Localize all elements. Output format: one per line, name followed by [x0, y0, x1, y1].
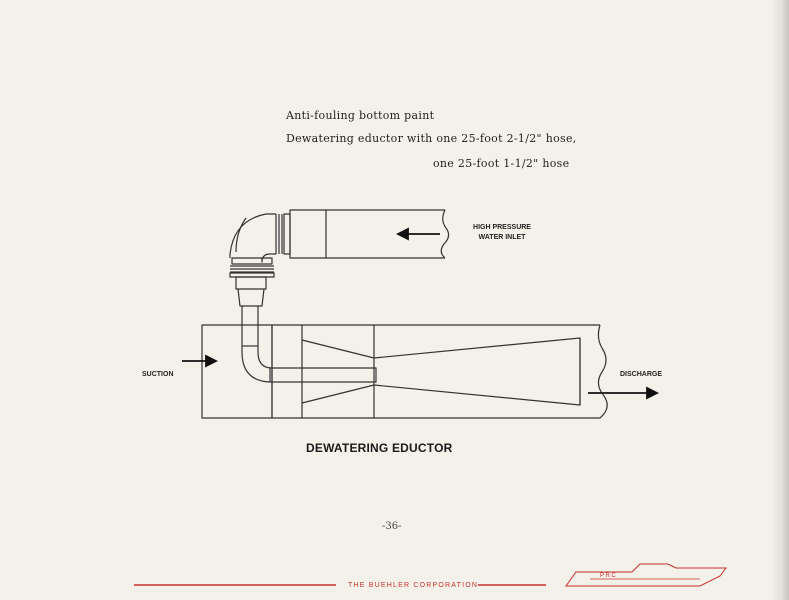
high-pressure-label: HIGH PRESSURE WATER INLET [473, 224, 531, 241]
nozzle-fitting [235, 276, 267, 290]
inlet-coupling [289, 209, 327, 259]
suction-label: SUCTION [142, 371, 174, 378]
equipment-line-hose: one 25-foot 1-1/2" hose [433, 157, 570, 170]
suction-chamber [201, 324, 273, 419]
inlet-hose [326, 209, 445, 259]
discharge-diffuser [374, 324, 600, 419]
inlet-hose-break [440, 209, 450, 259]
equipment-line-antifouling: Anti-fouling bottom paint [286, 109, 435, 122]
discharge-break [597, 324, 608, 419]
converging-section [302, 324, 375, 419]
page-number: -36- [382, 521, 402, 532]
page-edge-shadow [771, 0, 789, 600]
boat-logo-icon [565, 563, 727, 587]
footer-logo-text: PRC [600, 573, 618, 579]
discharge-label: DISCHARGE [620, 371, 663, 378]
eductor-flange [271, 324, 303, 419]
footer-company-name: THE BUEHLER CORPORATION [348, 582, 479, 589]
diagram-title: DEWATERING EDUCTOR [306, 441, 453, 455]
equipment-line-eductor: Dewatering eductor with one 25-foot 2-1/… [286, 132, 577, 145]
